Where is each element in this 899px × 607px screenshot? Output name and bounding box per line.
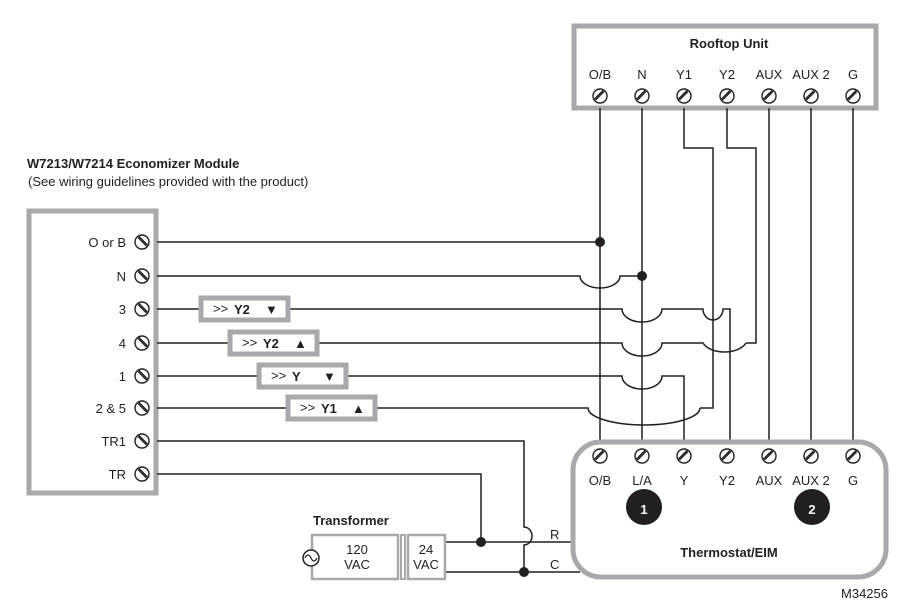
primary-voltage: 120 xyxy=(346,542,368,557)
screw-terminal-icon xyxy=(845,448,861,464)
screw-terminal-icon xyxy=(134,268,150,284)
rooftop-terminal-label: O/B xyxy=(589,67,611,82)
economizer-title: W7213/W7214 Economizer Module xyxy=(27,156,239,171)
screw-terminal-icon xyxy=(134,234,150,250)
c-label: C xyxy=(550,557,559,572)
wire-tr1 xyxy=(157,440,533,572)
wire-tr xyxy=(157,473,482,542)
economizer-terminal-label: 1 xyxy=(119,369,126,384)
thermostat-box xyxy=(570,439,889,580)
screw-terminal-icon xyxy=(134,368,150,384)
wire-1 xyxy=(157,375,685,452)
rooftop-terminal-label: Y1 xyxy=(676,67,692,82)
stage-prefix: >> xyxy=(271,368,286,383)
economizer-terminal-label: TR1 xyxy=(101,434,126,449)
screw-terminal-icon xyxy=(634,448,650,464)
rooftop-terminal-label: Y2 xyxy=(719,67,735,82)
thermostat-terminal-label: Y xyxy=(680,473,689,488)
wire-rooftop-y1 xyxy=(683,108,714,409)
junction-dot xyxy=(595,237,605,247)
screw-terminal-icon xyxy=(803,88,819,104)
ac-source-icon xyxy=(302,549,320,567)
screw-terminal-icon xyxy=(676,88,692,104)
transformer-core xyxy=(400,534,406,580)
thermostat-terminal-label: AUX xyxy=(756,473,783,488)
economizer-terminal-label: 3 xyxy=(119,302,126,317)
screw-terminal-icon xyxy=(803,448,819,464)
wire-2-5 xyxy=(157,407,701,426)
thermostat-terminal-label: G xyxy=(848,473,858,488)
screw-terminal-icon xyxy=(634,88,650,104)
stage-label-box: >> Y1 ▲ xyxy=(285,394,378,422)
callout-1 xyxy=(626,489,662,525)
arrow-down-icon: ▼ xyxy=(323,369,336,384)
primary-unit: VAC xyxy=(344,557,370,572)
economizer-terminal-label: 4 xyxy=(119,336,126,351)
screw-terminal-icon xyxy=(134,301,150,317)
arrow-down-icon: ▼ xyxy=(265,302,278,317)
thermostat-title: Thermostat/EIM xyxy=(680,545,778,560)
rooftop-terminal-label: G xyxy=(848,67,858,82)
screw-terminal-icon xyxy=(592,88,608,104)
economizer-terminal-label: 2 & 5 xyxy=(96,401,126,416)
stage-name: Y xyxy=(292,369,301,384)
junction-dot xyxy=(519,567,529,577)
rooftop-terminal-label: N xyxy=(637,67,646,82)
wire-4 xyxy=(157,342,747,357)
wire-n xyxy=(157,275,642,289)
stage-name: Y1 xyxy=(321,401,337,416)
stage-prefix: >> xyxy=(213,301,228,316)
stage-prefix: >> xyxy=(300,400,315,415)
screw-terminal-icon xyxy=(134,400,150,416)
wires xyxy=(157,108,854,573)
screw-terminal-icon xyxy=(761,88,777,104)
economizer-terminal-label: O or B xyxy=(88,235,126,250)
junction-dot xyxy=(476,537,486,547)
thermostat-terminal-label: AUX 2 xyxy=(792,473,830,488)
stage-label-box: >> Y ▼ xyxy=(256,362,349,390)
secondary-voltage: 24 xyxy=(419,542,433,557)
wire-3 xyxy=(157,308,731,452)
economizer-subtitle: (See wiring guidelines provided with the… xyxy=(28,174,308,189)
screw-terminal-icon xyxy=(592,448,608,464)
callout-2-label: 2 xyxy=(808,502,815,517)
secondary-unit: VAC xyxy=(413,557,439,572)
transformer-secondary-box xyxy=(406,533,447,581)
callout-1-label: 1 xyxy=(640,502,647,517)
arrow-up-icon: ▲ xyxy=(294,336,307,351)
screw-terminal-icon xyxy=(719,448,735,464)
rooftop-terminal-label: AUX xyxy=(756,67,783,82)
stage-prefix: >> xyxy=(242,335,257,350)
stage-label-box: >> Y2 ▲ xyxy=(227,329,320,357)
economizer-terminal-label: N xyxy=(117,269,126,284)
screw-terminal-icon xyxy=(761,448,777,464)
rooftop-terminal-label: AUX 2 xyxy=(792,67,830,82)
economizer-module-box xyxy=(26,208,159,496)
stage-name: Y2 xyxy=(263,336,279,351)
arrow-up-icon: ▲ xyxy=(352,401,365,416)
thermostat-terminal-label: Y2 xyxy=(719,473,735,488)
screw-terminal-icon xyxy=(845,88,861,104)
wire-rooftop-y2 xyxy=(726,108,757,344)
thermostat-terminal-label: L/A xyxy=(632,473,652,488)
rooftop-unit-title: Rooftop Unit xyxy=(690,36,769,51)
stage-name: Y2 xyxy=(234,302,250,317)
screw-terminal-icon xyxy=(719,88,735,104)
r-label: R xyxy=(550,527,559,542)
economizer-terminal-label: TR xyxy=(109,467,126,482)
junction-dot xyxy=(637,271,647,281)
figure-id: M34256 xyxy=(841,586,888,601)
screw-terminal-icon xyxy=(676,448,692,464)
transformer-title: Transformer xyxy=(313,513,389,528)
screw-terminal-icon xyxy=(134,335,150,351)
stage-label-box: >> Y2 ▼ xyxy=(198,295,291,323)
screw-terminal-icon xyxy=(134,433,150,449)
callout-2 xyxy=(794,489,830,525)
screw-terminal-icon xyxy=(134,466,150,482)
thermostat-terminal-label: O/B xyxy=(589,473,611,488)
